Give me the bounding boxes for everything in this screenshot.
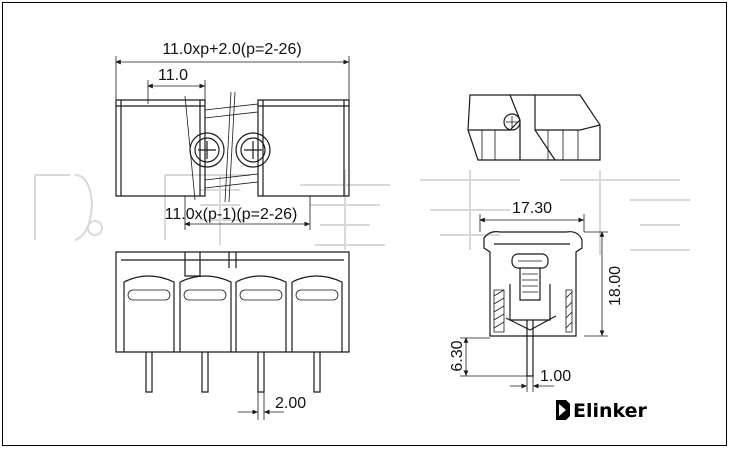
- dim-top-overall: 11.0xp+2.0(p=2-26): [162, 41, 301, 58]
- watermark: [34, 170, 690, 255]
- dim-top-inner: 11.0x(p-1)(p=2-26): [165, 206, 298, 223]
- brand-logo: Elinker: [556, 400, 648, 422]
- front-compartments: [123, 275, 343, 352]
- dim-side-height: 18.00: [607, 266, 624, 306]
- top-view: 11.0xp+2.0(p=2-26) 11.0 11.0x(p-1)(p=2-2…: [115, 41, 350, 230]
- dim-pin-pitch: 2.00: [275, 395, 306, 412]
- brand-name: Elinker: [573, 400, 648, 422]
- dim-pin-length: 6.30: [449, 340, 466, 371]
- dim-side-width: 17.30: [512, 200, 552, 217]
- isometric-view: [467, 94, 601, 161]
- dim-top-pitch: 11.0: [158, 67, 188, 84]
- front-view: 2.00: [115, 251, 350, 420]
- side-view: 17.30 18.00 6.30 1.00: [449, 200, 624, 392]
- front-pins: [145, 352, 321, 393]
- dim-pin-width: 1.00: [540, 368, 571, 385]
